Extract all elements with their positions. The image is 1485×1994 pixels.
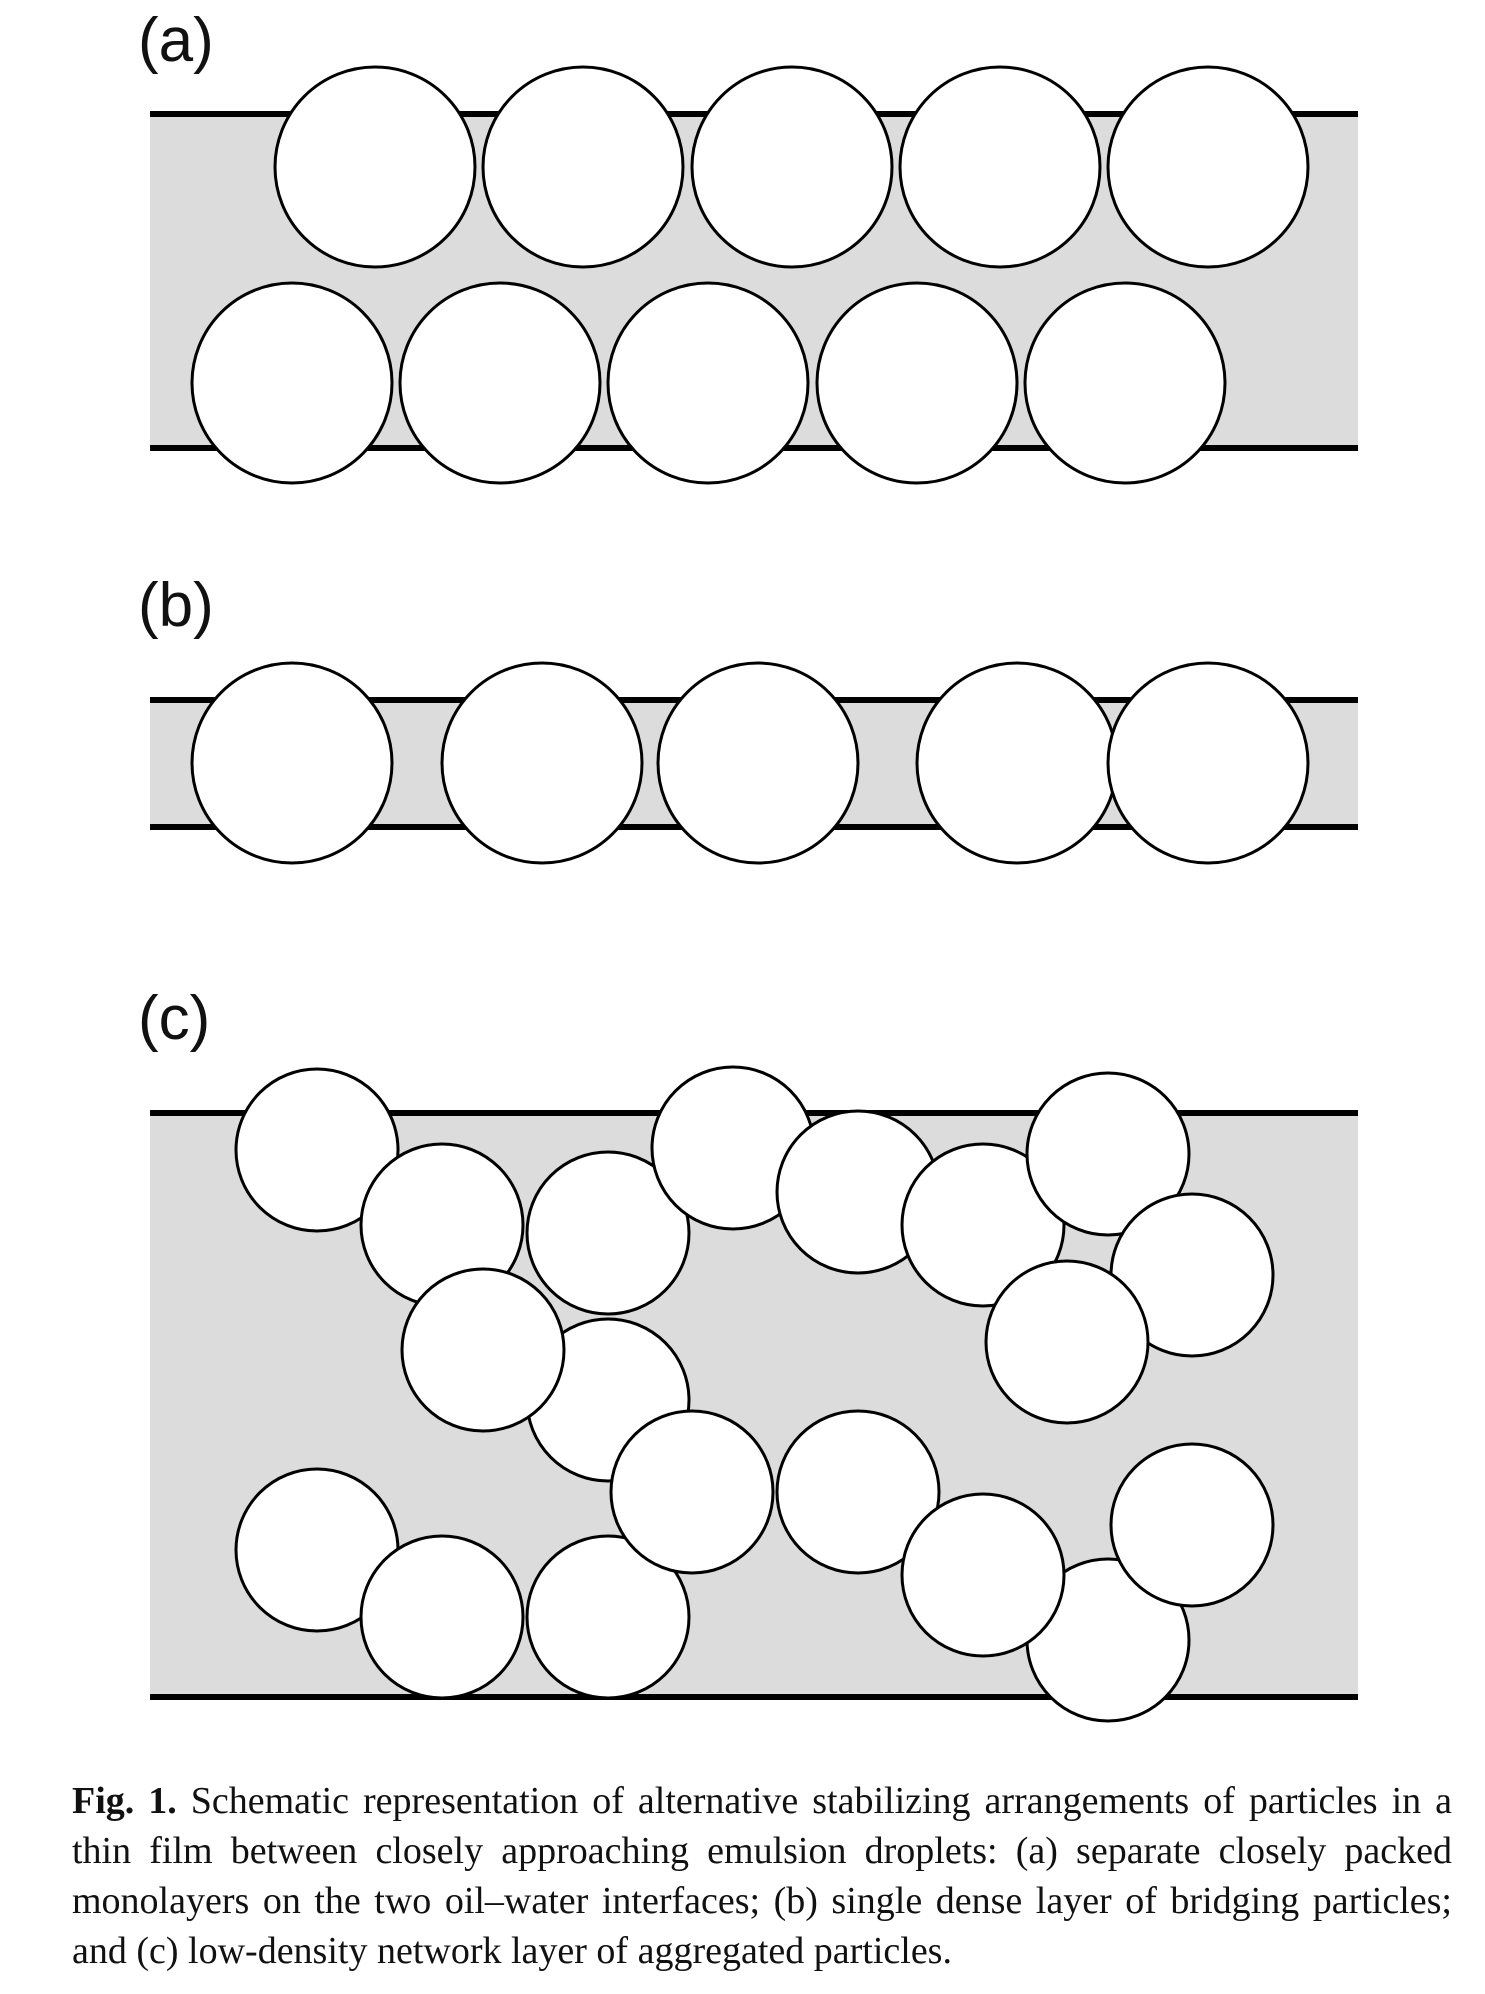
particle xyxy=(898,65,1102,269)
particle xyxy=(398,281,602,485)
particle xyxy=(1109,1442,1275,1608)
particle xyxy=(815,281,1019,485)
particle xyxy=(234,1067,400,1233)
particle xyxy=(609,1409,775,1575)
panel-c-diagram xyxy=(150,1065,1358,1723)
particle xyxy=(190,281,394,485)
particle xyxy=(656,661,860,865)
particle xyxy=(400,1267,566,1433)
particle xyxy=(900,1492,1066,1658)
particle xyxy=(525,1150,691,1316)
particle xyxy=(690,65,894,269)
panel-b-label: (b) xyxy=(138,571,214,640)
particle xyxy=(359,1534,525,1700)
particle xyxy=(915,661,1119,865)
figure-caption: Fig. 1. Schematic representation of alte… xyxy=(72,1776,1452,1976)
panel-b-diagram xyxy=(150,661,1358,865)
particle xyxy=(606,281,810,485)
panel-c-label: (c) xyxy=(138,984,211,1053)
particle xyxy=(1025,1071,1191,1237)
figure-caption-lead: Fig. 1. xyxy=(72,1780,177,1822)
figure-caption-text: Schematic representation of alternative … xyxy=(72,1780,1452,1972)
particle xyxy=(984,1259,1150,1425)
particle xyxy=(440,661,644,865)
particle xyxy=(775,1409,941,1575)
particle xyxy=(1106,661,1310,865)
particle xyxy=(1023,281,1227,485)
particle xyxy=(525,1534,691,1700)
particle xyxy=(190,661,394,865)
particle xyxy=(273,65,477,269)
particle xyxy=(900,1142,1066,1308)
particle xyxy=(1106,65,1310,269)
panel-a-diagram xyxy=(150,65,1358,485)
panel-a-label: (a) xyxy=(138,6,214,75)
particle xyxy=(481,65,685,269)
